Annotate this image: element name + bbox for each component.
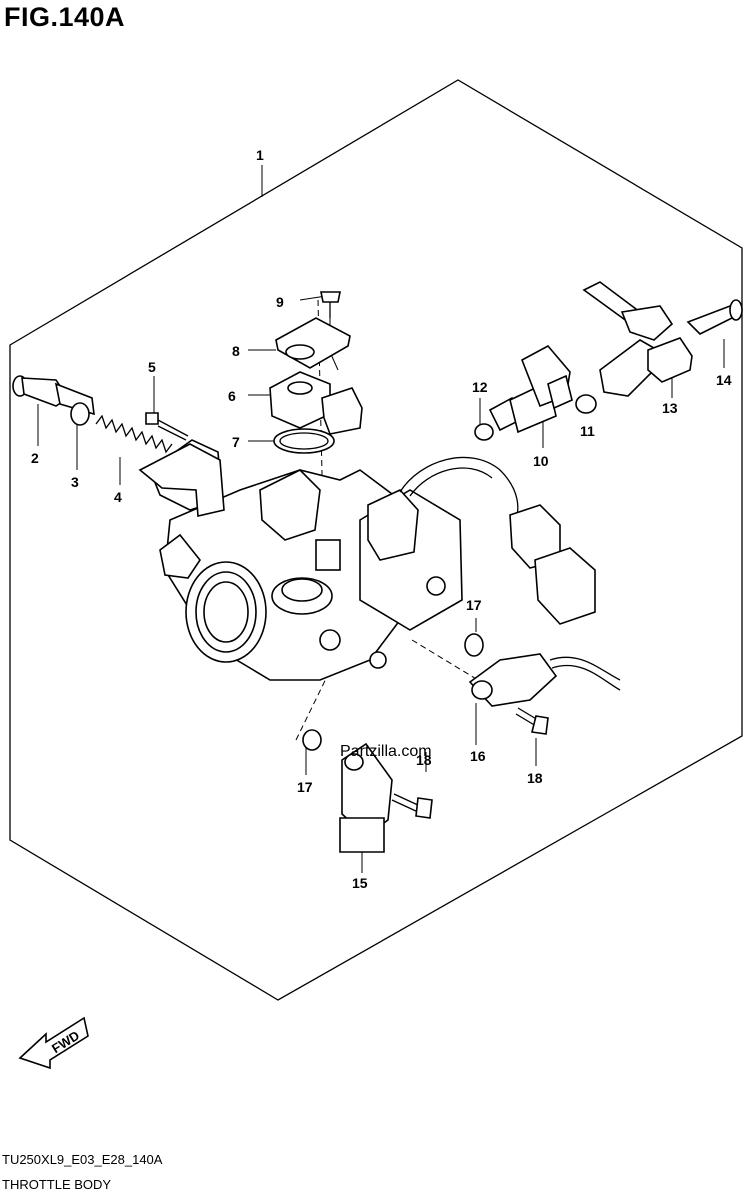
part-14-bolt	[686, 299, 743, 335]
part-5-screw	[145, 412, 189, 441]
callout-16: 16	[470, 748, 486, 764]
part-4-bracket	[138, 443, 225, 517]
callout-8: 8	[232, 343, 240, 359]
part-16-sensor	[468, 653, 621, 707]
part-8-hole	[285, 344, 315, 360]
callout-6: 6	[228, 388, 236, 404]
callout-1: 1	[256, 147, 264, 163]
figure-title: FIG.140A	[4, 2, 126, 32]
callout-12: 12	[472, 379, 488, 395]
callout-15: 15	[352, 875, 368, 891]
part-4-spring	[95, 414, 173, 454]
part-9-screw	[320, 291, 341, 318]
callout-17-left: 17	[297, 779, 313, 795]
callout-9: 9	[276, 294, 284, 310]
figure-code: TU250XL9_E03_E28_140A	[2, 1152, 163, 1167]
callout-13: 13	[662, 400, 678, 416]
watermark: Partzilla.com	[340, 743, 432, 760]
part-17-o-ring-left	[302, 729, 322, 751]
callout-17-right: 17	[466, 597, 482, 613]
part-8-bracket	[275, 317, 351, 369]
idle-actuator	[359, 456, 596, 631]
assembly-outline	[9, 79, 743, 1001]
figure-caption: THROTTLE BODY	[2, 1177, 112, 1192]
callout-14: 14	[716, 372, 732, 388]
part-10-injector	[488, 344, 573, 434]
callout-10: 10	[533, 453, 549, 469]
callout-11: 11	[580, 423, 595, 439]
callout-4: 4	[114, 489, 122, 505]
part-6-sensor	[269, 371, 363, 435]
callout-3: 3	[71, 474, 79, 490]
part-18-bolt-lower	[391, 793, 433, 819]
part-17-o-ring-right	[464, 633, 484, 657]
part-3-o-ring	[70, 402, 90, 426]
callout-2: 2	[31, 450, 39, 466]
part-18-bolt-right	[515, 707, 549, 735]
part-13-cap	[647, 337, 693, 383]
callout-7: 7	[232, 434, 240, 450]
part-12-washer	[474, 423, 494, 441]
part-7-o-ring-inner	[279, 432, 329, 450]
fwd-arrow: FWD	[18, 1016, 89, 1070]
part-15-sensor	[339, 742, 393, 853]
callout-18-lower: 18	[416, 752, 432, 768]
part-11-o-ring	[575, 394, 597, 414]
callout-18-right: 18	[527, 770, 543, 786]
callout-5: 5	[148, 359, 156, 375]
